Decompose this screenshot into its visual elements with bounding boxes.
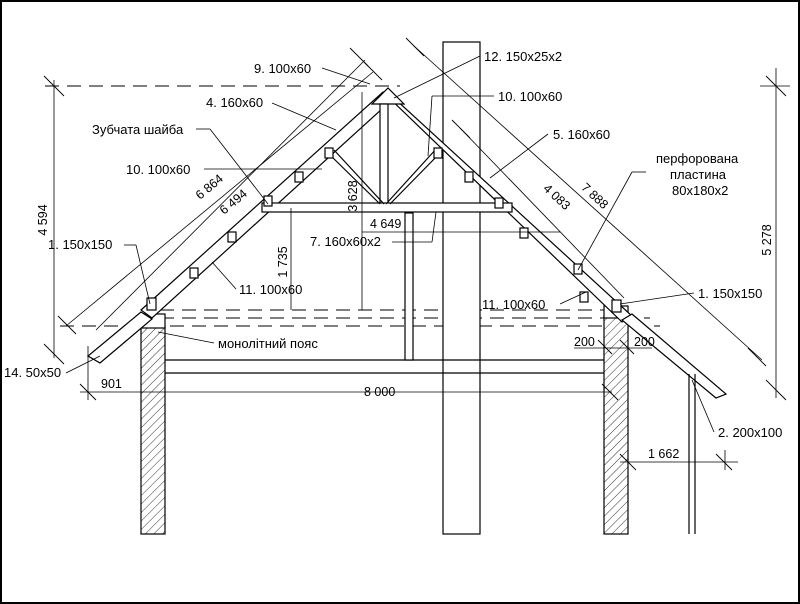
walls — [140, 305, 629, 535]
connection-plates — [146, 147, 622, 313]
label-11-left: 11. 100x60 — [239, 282, 302, 297]
dim-6494: 6 494 — [217, 186, 250, 217]
label-4-rafter: 4. 160x60 — [206, 95, 263, 110]
part-labels: 9. 100x60 12. 150x25x2 4. 160x60 10. 100… — [4, 49, 782, 440]
interior-post — [404, 212, 414, 361]
leader-lines — [65, 55, 715, 433]
label-11-right: 11. 100x60 — [482, 297, 545, 312]
label-14-fillet: 14. 50x50 — [4, 365, 61, 380]
dim-5278: 5 278 — [760, 224, 774, 255]
label-5-rafter: 5. 160x60 — [553, 127, 610, 142]
collar-beam — [261, 202, 513, 213]
right-wall — [603, 315, 629, 535]
label-perforated-plate-line1: перфорована — [656, 151, 739, 166]
label-10-strut-left: 10. 100x60 — [126, 162, 190, 177]
eave-post — [688, 374, 696, 534]
dim-4649: 4 649 — [370, 217, 401, 231]
dim-200-left: 200 — [574, 335, 595, 349]
dimension-lines — [43, 37, 790, 471]
label-2-post: 2. 200x100 — [718, 425, 782, 440]
dim-8000: 8 000 — [364, 385, 395, 399]
left-wall — [140, 325, 166, 535]
label-toothed-washer: Зубчата шайба — [92, 122, 184, 137]
label-perforated-plate-line2: пластина — [670, 167, 727, 182]
dim-4594: 4 594 — [36, 204, 50, 235]
ceiling-beam — [165, 359, 604, 374]
label-7-collar-beam: 7. 160x60x2 — [310, 234, 381, 249]
dim-7888: 7 888 — [579, 180, 611, 212]
king-post — [379, 103, 389, 207]
label-9-brace: 9. 100x60 — [254, 61, 311, 76]
label-1-mauerlat-right: 1. 150x150 — [698, 286, 762, 301]
label-12-ridge-board: 12. 150x25x2 — [484, 49, 562, 64]
dim-200-right: 200 — [634, 335, 655, 349]
dim-4083: 4 083 — [541, 181, 573, 213]
label-10-strut-right: 10. 100x60 — [498, 89, 562, 104]
dim-1662: 1 662 — [648, 447, 679, 461]
dim-1735: 1 735 — [276, 246, 290, 277]
ridge-board — [370, 87, 406, 105]
label-perforated-plate-line3: 80x180x2 — [672, 183, 728, 198]
label-monolithic-belt: монолітний пояс — [218, 336, 318, 351]
label-1-mauerlat-left: 1. 150x150 — [48, 237, 112, 252]
chimney — [442, 41, 481, 535]
dim-901: 901 — [101, 377, 122, 391]
struts — [328, 147, 442, 205]
dim-3628: 3 628 — [346, 180, 360, 211]
